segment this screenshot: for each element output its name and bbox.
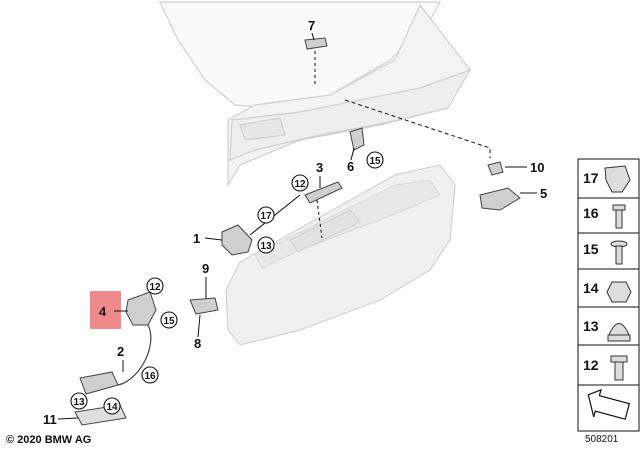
arrow-icon [587, 388, 631, 420]
hex-nut-icon [606, 281, 632, 303]
circled-12-a: 12 [294, 179, 306, 190]
circled-13-b: 13 [73, 397, 85, 408]
reference-number: 508201 [585, 434, 619, 445]
callout-2: 2 [117, 344, 124, 359]
circled-12-b: 12 [149, 282, 161, 293]
bumper-panel [225, 164, 456, 346]
callouts-plain: 1 2 3 4 5 6 7 8 9 10 11 [43, 18, 547, 427]
tailgate-outline [159, 1, 472, 188]
circled-13-a: 13 [260, 241, 272, 252]
legend-label-13: 13 [583, 318, 599, 334]
circled-16: 16 [144, 371, 156, 382]
callout-8: 8 [194, 336, 201, 351]
bolt-icon [610, 355, 628, 381]
screw-icon [610, 240, 628, 265]
copyright-text: © 2020 BMW AG [6, 434, 92, 446]
callout-1: 1 [193, 231, 200, 246]
callout-3: 3 [316, 160, 323, 175]
circled-15-b: 15 [163, 316, 175, 327]
rivet-icon [612, 204, 626, 229]
bowden-cable [117, 324, 152, 386]
callout-9: 9 [202, 261, 209, 276]
callouts-circled [70, 151, 384, 415]
legend-label-17: 17 [583, 170, 599, 186]
callout-10: 10 [530, 160, 544, 175]
circled-17-a: 17 [260, 211, 272, 222]
legend-label-16: 16 [583, 205, 599, 221]
legend-label-12: 12 [583, 357, 599, 373]
callout-11: 11 [43, 412, 57, 427]
fastener-legend: 17 16 15 14 13 12 [577, 158, 640, 432]
clip-icon [604, 165, 631, 193]
circled-15-a: 15 [369, 156, 381, 167]
callout-5: 5 [540, 186, 547, 201]
circled-numbers: 12 13 17 15 12 15 16 13 14 [73, 156, 381, 413]
cap-nut-icon [607, 323, 631, 342]
callout-7: 7 [308, 18, 315, 33]
callout-6: 6 [347, 159, 354, 174]
circled-14: 14 [106, 402, 118, 413]
legend-label-14: 14 [583, 280, 599, 296]
highlight-box-part-4 [90, 291, 121, 329]
callout-4: 4 [99, 304, 107, 319]
legend-label-15: 15 [583, 241, 599, 257]
callout-leaders [57, 32, 537, 420]
part-sketches [74, 37, 521, 426]
